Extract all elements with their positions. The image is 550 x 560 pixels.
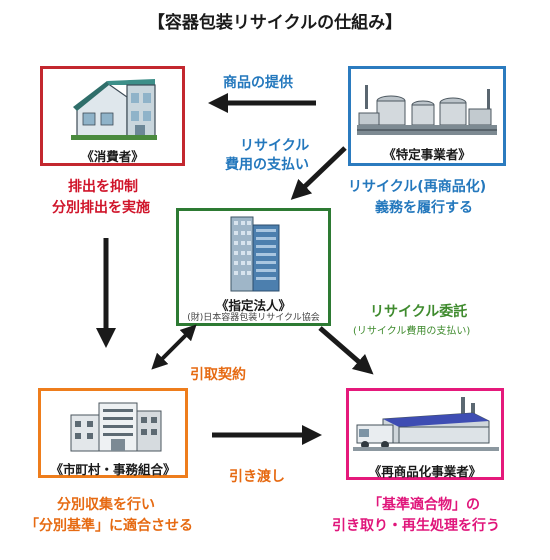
arrow-designated-to-recycler <box>318 326 374 375</box>
factory-icon <box>357 85 497 135</box>
arrow-business-to-designated <box>290 146 347 200</box>
recycling-entrust-label: リサイクル委託 <box>370 304 468 320</box>
recycler-box: 《再商品化事業者》 <box>346 388 504 480</box>
consumer-label: 《消費者》 <box>81 149 144 164</box>
consumer-role-line-2: 分別排出を実施 <box>52 200 150 216</box>
municipality-box: 《市町村・事務組合》 <box>38 388 188 478</box>
consumer-role-line-1: 排出を抑制 <box>68 179 138 195</box>
recycler-role-line-2: 引き取り・再生処理を行う <box>332 518 500 534</box>
business-label: 《特定事業者》 <box>383 147 471 162</box>
arrow-designated-municipality-contract <box>151 324 197 370</box>
business-role-line-2: 義務を履行する <box>375 200 473 216</box>
recycling-cost-label-2: 費用の支払い <box>225 157 309 173</box>
office-building-icon <box>230 216 280 292</box>
designated-corporation-sublabel: (財)日本容器包装リサイクル協会 <box>187 313 320 323</box>
pickup-contract-label: 引取契約 <box>190 367 246 383</box>
handover-label: 引き渡し <box>229 469 285 485</box>
recycling-plant-icon <box>353 397 499 451</box>
designated-corporation-box: 《指定法人》 (財)日本容器包装リサイクル協会 <box>176 208 331 326</box>
municipal-building-icon <box>70 402 162 452</box>
house-icon <box>71 79 157 140</box>
municipality-label: 《市町村・事務組合》 <box>50 462 176 477</box>
business-role-line-1: リサイクル(再商品化) <box>348 179 487 195</box>
diagram-title: 【容器包装リサイクルの仕組み】 <box>147 13 403 33</box>
product-supply-label: 商品の提供 <box>223 75 293 91</box>
designated-corporation-label: 《指定法人》 <box>215 298 291 313</box>
consumer-box: 《消費者》 <box>40 66 185 166</box>
recycling-entrust-note: (リサイクル費用の支払い) <box>353 326 471 337</box>
recycling-cost-label-1: リサイクル <box>240 138 310 154</box>
recycler-role-line-1: 「基準適合物」の <box>368 497 480 513</box>
municipality-role-line-2: 「分別基準」に適合させる <box>25 518 193 534</box>
recycler-label: 《再商品化事業者》 <box>368 464 482 479</box>
business-box: 《特定事業者》 <box>348 66 506 166</box>
municipality-role-line-1: 分別収集を行い <box>57 497 155 513</box>
